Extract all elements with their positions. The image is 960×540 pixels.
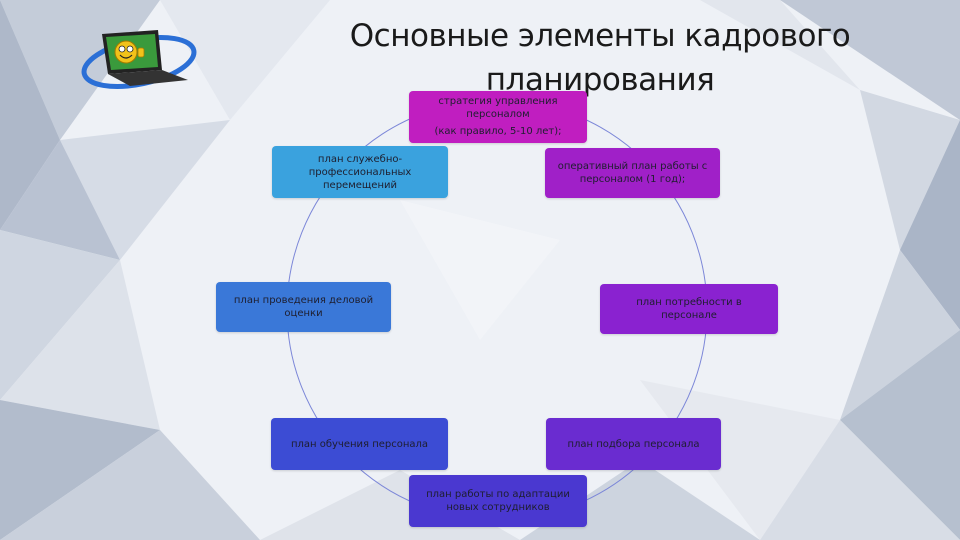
node-career-line-2: профессиональных xyxy=(309,166,412,179)
node-operational-line-2: персоналом (1 год); xyxy=(558,173,708,186)
node-recruitment-line-1: план подбора персонала xyxy=(567,438,699,451)
node-strategy-line-2: персоналом xyxy=(434,108,561,121)
node-needs-line-1: план потребности в персонале xyxy=(608,296,770,322)
slide-title-line-1: Основные элементы кадрового xyxy=(300,14,900,58)
node-strategy-line-1: стратегия управления xyxy=(434,95,561,108)
node-needs: план потребности в персонале xyxy=(600,284,778,334)
node-assessment-line-1: план проведения деловой xyxy=(234,294,373,307)
node-strategy-line-3: (как правило, 5-10 лет); xyxy=(434,125,561,138)
node-adaptation-line-1: план работы по адаптации xyxy=(426,488,570,501)
node-career: план служебно- профессиональных перемеще… xyxy=(272,146,448,198)
node-adaptation: план работы по адаптации новых сотрудник… xyxy=(409,475,587,527)
node-assessment: план проведения деловой оценки xyxy=(216,282,391,332)
slide-title: Основные элементы кадрового планирования xyxy=(300,14,900,102)
node-operational-line-1: оперативный план работы с xyxy=(558,160,708,173)
node-career-line-3: перемещений xyxy=(309,179,412,192)
node-career-line-1: план служебно- xyxy=(309,153,412,166)
node-training: план обучения персонала xyxy=(271,418,448,470)
slide-title-line-2: планирования xyxy=(300,58,900,102)
node-assessment-line-2: оценки xyxy=(234,307,373,320)
node-operational: оперативный план работы с персоналом (1 … xyxy=(545,148,720,198)
node-strategy: стратегия управления персоналом (как пра… xyxy=(409,91,587,143)
laptop-with-smiley-icon xyxy=(80,26,198,92)
node-adaptation-line-2: новых сотрудников xyxy=(426,501,570,514)
node-training-line-1: план обучения персонала xyxy=(291,438,428,451)
node-recruitment: план подбора персонала xyxy=(546,418,721,470)
